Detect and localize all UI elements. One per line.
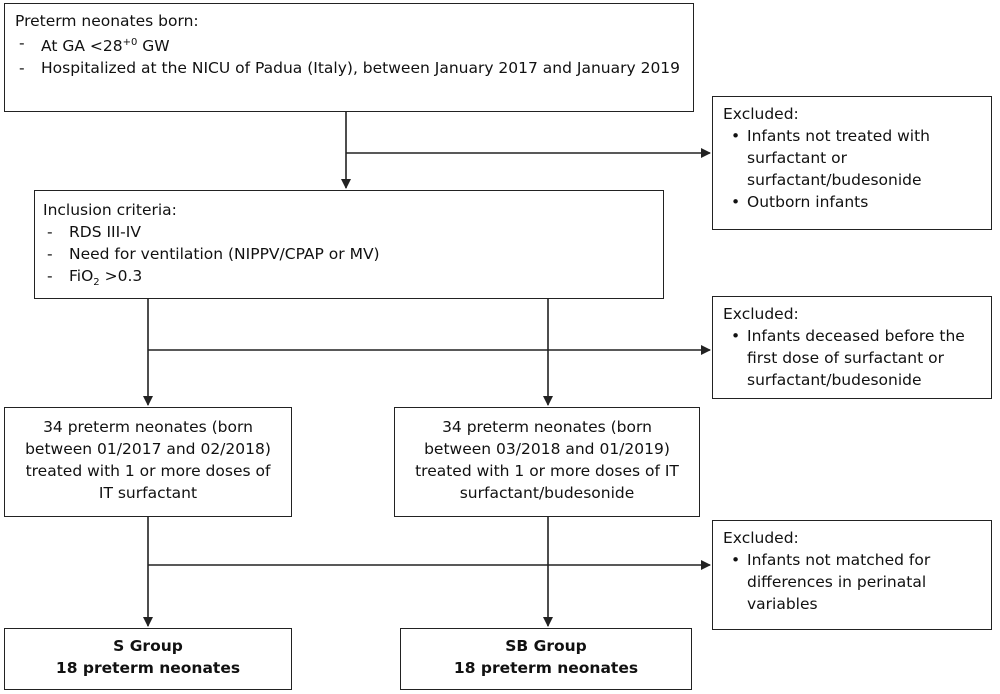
sb-group-title: SB Group xyxy=(505,637,587,655)
sb-group-box: SB Group 18 preterm neonates xyxy=(400,628,692,690)
sb-group-count: 18 preterm neonates xyxy=(453,659,639,677)
excluded-3-item: Infants not matched for differences in p… xyxy=(723,549,981,615)
excluded-2-heading: Excluded: xyxy=(723,305,799,323)
inclusion-heading: Inclusion criteria: xyxy=(43,201,177,219)
inclusion-criteria-box: Inclusion criteria: RDS III-IV Need for … xyxy=(34,190,664,299)
excluded-box-2: Excluded: Infants deceased before the fi… xyxy=(712,296,992,399)
inclusion-item-rds: RDS III-IV xyxy=(43,221,655,243)
excluded-1-heading: Excluded: xyxy=(723,105,799,123)
excluded-1-item: Outborn infants xyxy=(723,191,981,213)
excluded-box-1: Excluded: Infants not treated with surfa… xyxy=(712,96,992,230)
excluded-2-item: Infants deceased before the first dose o… xyxy=(723,325,981,391)
excluded-3-heading: Excluded: xyxy=(723,529,799,547)
inclusion-item-fio2: FiO2 >0.3 xyxy=(43,265,655,294)
excluded-1-item: Infants not treated with surfactant or s… xyxy=(723,125,981,191)
s-group-title: S Group xyxy=(113,637,183,655)
eligibility-heading: Preterm neonates born: xyxy=(15,12,199,30)
eligibility-item-hospitalized: Hospitalized at the NICU of Padua (Italy… xyxy=(15,57,683,79)
budesonide-cohort-box: 34 preterm neonates (born between 03/201… xyxy=(394,407,700,517)
s-group-box: S Group 18 preterm neonates xyxy=(4,628,292,690)
excluded-box-3: Excluded: Infants not matched for differ… xyxy=(712,520,992,630)
inclusion-item-ventilation: Need for ventilation (NIPPV/CPAP or MV) xyxy=(43,243,655,265)
eligibility-item-ga: At GA <28+0 GW xyxy=(15,32,683,57)
surfactant-cohort-box: 34 preterm neonates (born between 01/201… xyxy=(4,407,292,517)
surfactant-cohort-text: 34 preterm neonates (born between 01/201… xyxy=(25,418,271,502)
budesonide-cohort-text: 34 preterm neonates (born between 03/201… xyxy=(415,418,679,502)
s-group-count: 18 preterm neonates xyxy=(55,659,241,677)
eligibility-box: Preterm neonates born: At GA <28+0 GW Ho… xyxy=(4,3,694,112)
